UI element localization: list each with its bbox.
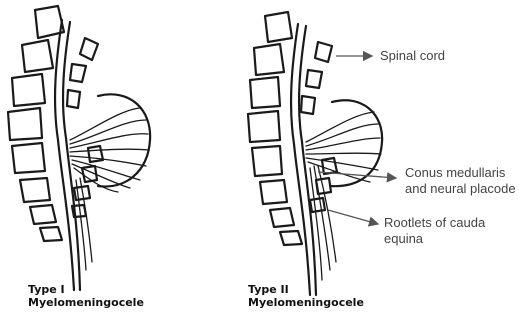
type-i-illustration <box>8 6 150 290</box>
type-i-caption-line2: Myelomeningocele <box>28 296 144 309</box>
conus-label-line2: and neural placode <box>405 181 516 196</box>
rootlets-leader <box>328 210 378 224</box>
type-ii-caption-line1: Type II <box>248 283 289 296</box>
rootlets-label-line2: equina <box>384 231 424 246</box>
spinal-cord-label: Spinal cord <box>380 48 445 63</box>
type-i-caption-line1: Type I <box>28 283 65 296</box>
type-ii-illustration <box>248 12 382 295</box>
neural-fibers-2 <box>306 112 381 280</box>
conus-leader <box>318 172 396 178</box>
type-ii-caption-line2: Myelomeningocele <box>248 296 364 309</box>
neural-fibers <box>70 108 149 270</box>
meningocele-sac <box>98 94 150 186</box>
conus-label-line1: Conus medullaris <box>405 165 506 180</box>
rootlets-label-line1: Rootlets of cauda <box>384 215 486 230</box>
